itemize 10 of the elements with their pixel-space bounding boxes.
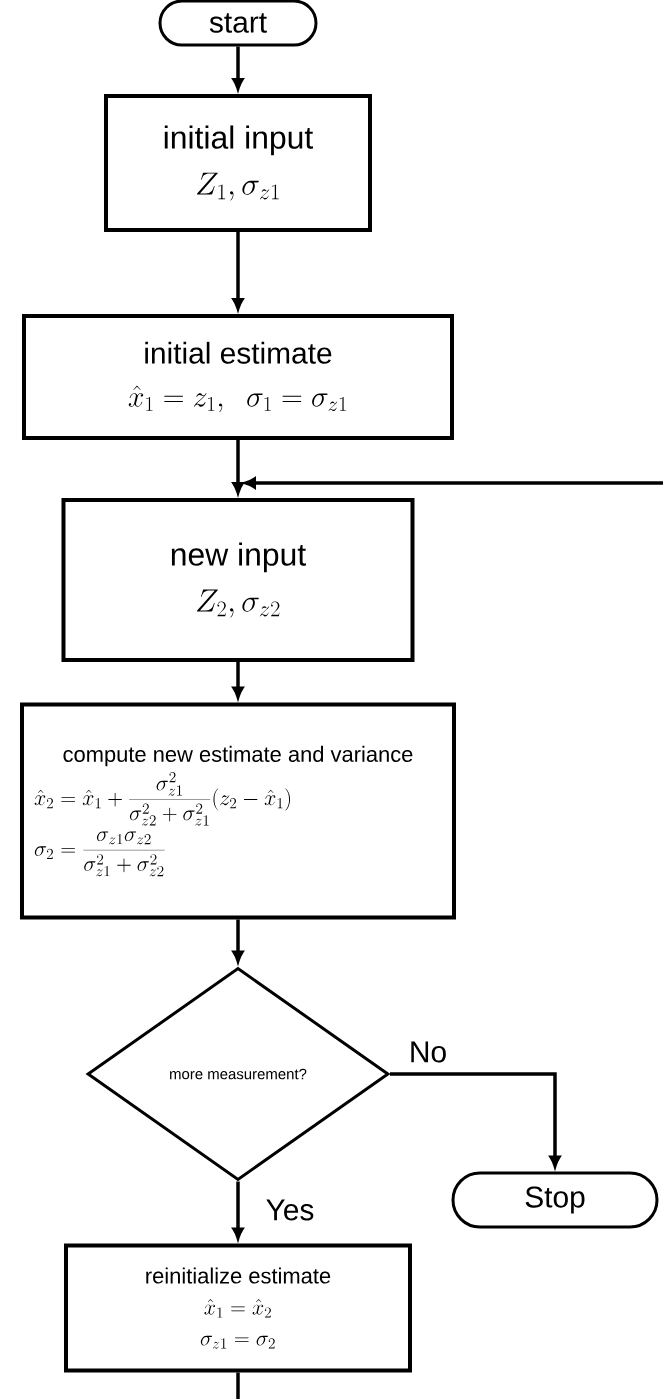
process-box: initial estimate $\hat{x}_1 = z_1,\ \ \sigma_1 = \sigma_{z1}$ [22, 314, 454, 440]
process-box: compute new estimate and variance $\hat{x}_2 = \hat{x}_1 + \frac{\sigma_{z1}^2}{\sigma_{z2}^2 + \sigma_{z1}^2}(z_2 - \hat{x}_1)$ $\sigma_2 = \frac{\sigma_{z1}\sigma_{z2}}{\sigma_{z1}^2 + \sigma_{z2}^2}$ [20, 702, 456, 920]
edge-label: No [407, 1040, 449, 1064]
process-box: initial input $Z_1,\sigma_{z1}$ [104, 94, 372, 232]
arrow [232, 1181, 244, 1240]
process-box: reinitialize estimate $\hat{x}_1 = \hat{x}_2$ $\sigma_{z1} = \sigma_2$ [64, 1243, 412, 1373]
arrow [244, 477, 663, 489]
edge-label: Yes [264, 1198, 316, 1222]
process-box: new input $Z_2, \sigma_{z2}$ [61, 498, 415, 662]
arrow [232, 662, 244, 699]
